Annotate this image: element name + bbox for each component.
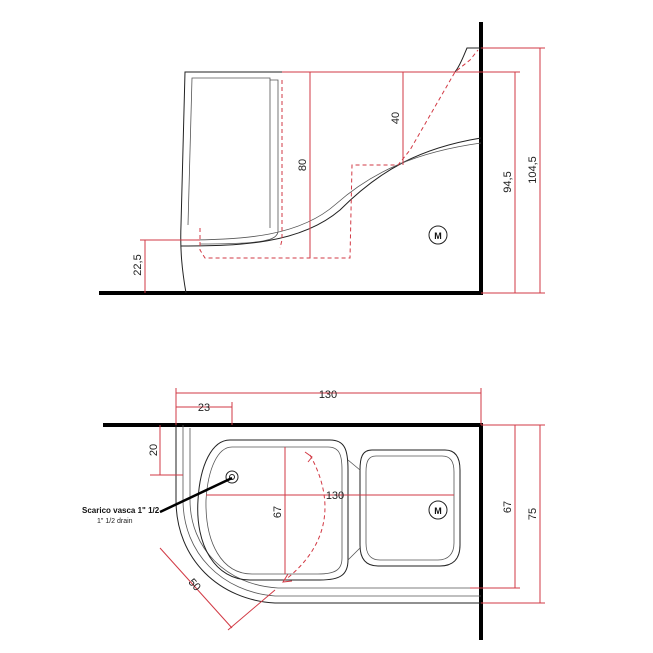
side-seat-curve <box>180 137 482 247</box>
side-dim-base-label: 22,5 <box>132 254 144 275</box>
side-tub-outline <box>180 47 481 294</box>
side-door-panel <box>199 79 279 245</box>
top-seat-inner <box>365 455 455 561</box>
top-drain-label: Scarico vasca 1" 1/2 <box>82 506 160 515</box>
top-drain-label-en: 1" 1/2 drain <box>97 518 133 525</box>
top-dim-line-corner <box>159 547 233 629</box>
top-drain-outer <box>225 470 239 484</box>
top-seat-outline <box>359 449 461 567</box>
side-dim-step-label: 40 <box>390 112 402 124</box>
top-basin-outline <box>197 439 349 581</box>
side-view: 104,5 94,5 80 40 22,5 M <box>99 22 545 295</box>
top-view: Scarico vasca 1" 1/2 1" 1/2 drain M 130 … <box>82 388 545 640</box>
top-basin-inner <box>205 446 343 575</box>
top-dim-rim-width-label: 67 <box>502 501 514 513</box>
side-dim-seat-label: 80 <box>297 159 309 171</box>
top-dim-inner-length-label: 130 <box>326 490 344 502</box>
top-dim-line-corner-end <box>227 589 276 631</box>
top-swing-arrow-top <box>304 451 313 463</box>
top-motor-symbol <box>428 500 448 520</box>
top-dim-total-label: 130 <box>319 389 337 401</box>
side-interior-contour <box>199 49 479 259</box>
top-dim-offset-label: 23 <box>198 402 210 414</box>
top-dim-wall-gap-label: 20 <box>148 444 160 456</box>
top-swing-arc <box>284 454 326 581</box>
top-drain-leader <box>159 476 233 514</box>
side-interior-top <box>279 80 283 249</box>
top-swing-arrow-bottom <box>282 573 293 583</box>
side-tub-inner-rim <box>187 77 271 228</box>
top-motor-label: M <box>434 506 442 516</box>
top-drain-inner <box>229 474 235 480</box>
top-tub-rim <box>182 425 481 597</box>
top-dim-total-width-label: 75 <box>527 508 539 520</box>
side-seat-curve-inner <box>184 142 482 241</box>
side-dim-rim-label: 94,5 <box>502 171 514 192</box>
top-seat-divider <box>347 459 361 561</box>
side-motor-label: M <box>434 231 442 241</box>
top-tub-rim-2 <box>189 428 470 589</box>
side-motor-symbol <box>428 225 448 245</box>
top-dim-inner-width-label: 67 <box>272 506 284 518</box>
side-dim-total-label: 104,5 <box>527 156 539 184</box>
top-tub-outline <box>175 425 481 604</box>
